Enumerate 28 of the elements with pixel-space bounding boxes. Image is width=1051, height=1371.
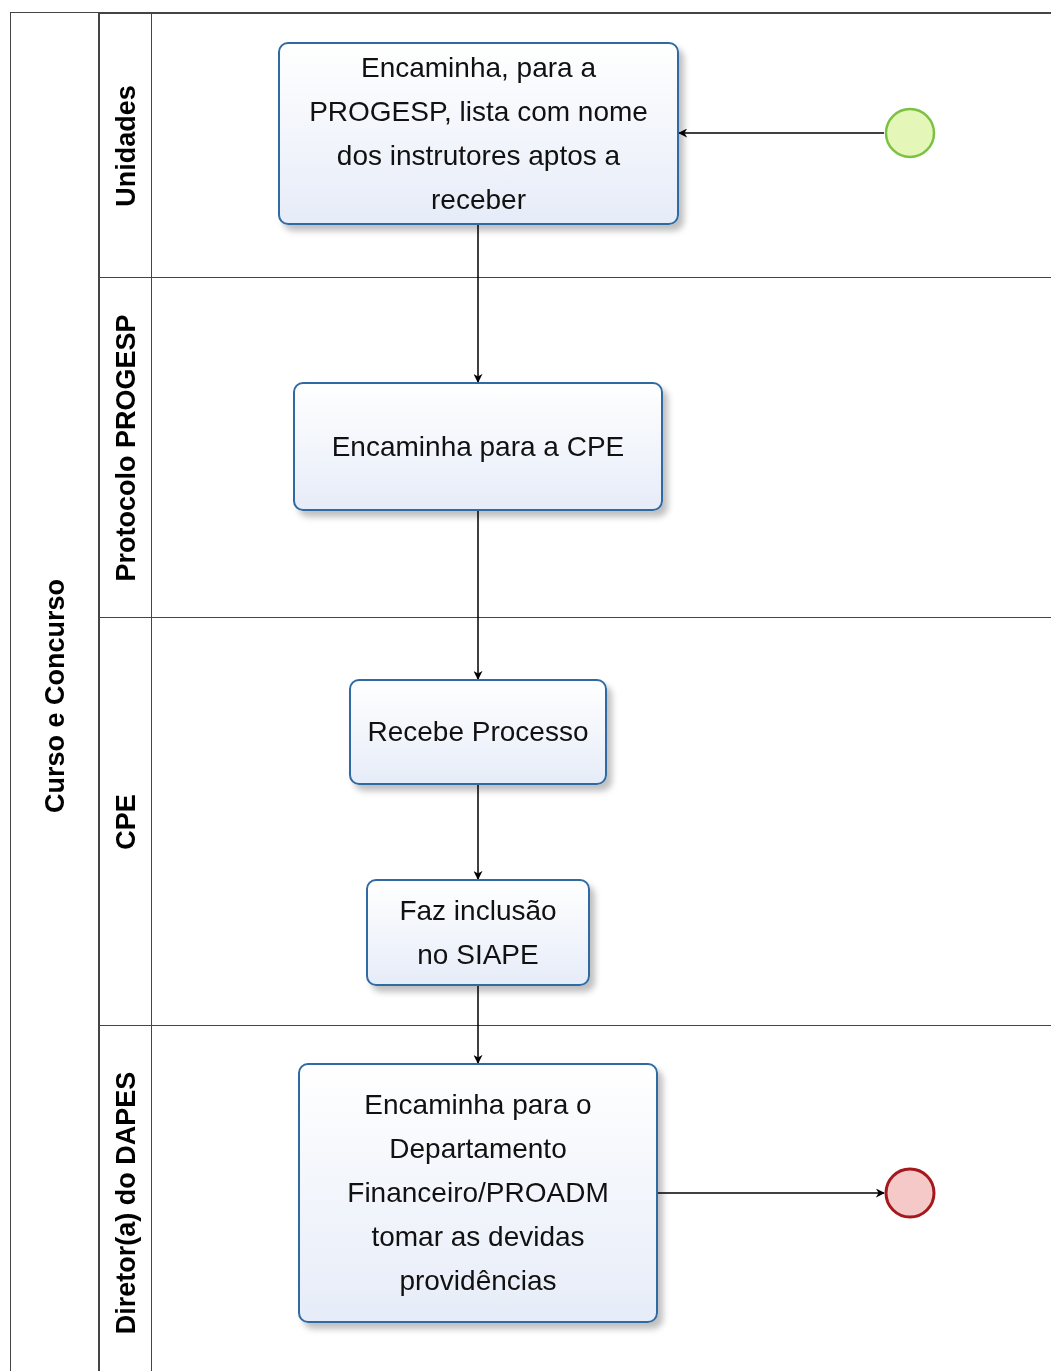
end-event-circle (884, 1167, 936, 1219)
task-box (366, 879, 590, 986)
arrow (473, 784, 483, 880)
task-box (349, 679, 607, 785)
swimlane (99, 1025, 1051, 1371)
task-box (298, 1063, 658, 1323)
arrow (678, 128, 885, 138)
task-text: Encaminha para a CPE (331, 429, 625, 464)
task-box (278, 42, 679, 225)
lane-label: Diretor(a) do DAPES (110, 1071, 141, 1334)
swimlane (99, 617, 1051, 1025)
task-text: Recebe Processo (367, 715, 589, 749)
swimlane (99, 277, 1051, 617)
lane-label: Protocolo PROGESP (110, 314, 141, 582)
task-text: Faz inclusão no SIAPE (398, 893, 558, 972)
lane-label: Unidades (110, 85, 141, 207)
task-text: Encaminha, para a PROGESP, lista com nome dos instrutores aptos a receber (308, 50, 649, 217)
arrow (473, 510, 483, 680)
lane-label: CPE (110, 794, 141, 850)
task-text: Encaminha para o Departamento Financeiro/PROADM tomar as devidas providências (346, 1088, 610, 1298)
arrow (473, 224, 483, 383)
pool (10, 12, 1051, 1371)
pool-label: Curso e Concurso (39, 578, 70, 813)
swimlane (99, 13, 1051, 277)
arrow (473, 985, 483, 1064)
task-box (293, 382, 663, 511)
start-event-circle (884, 107, 936, 159)
arrow (657, 1188, 885, 1198)
